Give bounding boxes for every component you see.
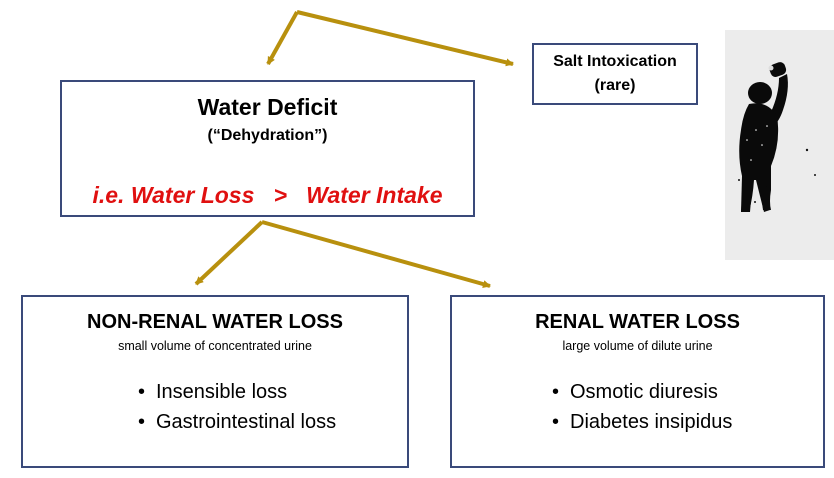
renal-subtitle: large volume of dilute urine [562,339,713,353]
arrow-to-renal [261,220,491,288]
non-renal-title: NON-RENAL WATER LOSS [87,311,343,333]
arrow-to-salt-intoxication [296,10,514,67]
non-renal-list: •Insensible loss •Gastrointestinal loss [138,377,336,437]
renal-water-loss-box: RENAL WATER LOSS large volume of dilute … [450,295,825,468]
non-renal-water-loss-box: NON-RENAL WATER LOSS small volume of con… [21,295,409,468]
salt-intoxication-note: (rare) [594,77,636,94]
water-deficit-title: Water Deficit [197,94,338,120]
list-item: •Osmotic diuresis [552,381,718,403]
list-item: •Diabetes insipidus [552,411,733,433]
salt-intoxication-title: Salt Intoxication [553,53,677,70]
water-deficit-equation: i.e. Water Loss > Water Intake [92,182,443,208]
person-drinking-silhouette-icon [725,30,834,260]
arrow-to-water-deficit [266,11,299,65]
water-deficit-subtitle: (“Dehydration”) [207,127,328,144]
list-item: •Gastrointestinal loss [138,411,337,433]
water-deficit-box: Water Deficit (“Dehydration”) i.e. Water… [60,80,475,217]
list-item: •Insensible loss [138,381,288,403]
arrow-to-non-renal [194,220,264,286]
renal-title: RENAL WATER LOSS [535,311,740,333]
renal-list: •Osmotic diuresis •Diabetes insipidus [552,377,732,437]
non-renal-subtitle: small volume of concentrated urine [118,339,312,353]
salt-intoxication-box: Salt Intoxication (rare) [532,43,698,105]
